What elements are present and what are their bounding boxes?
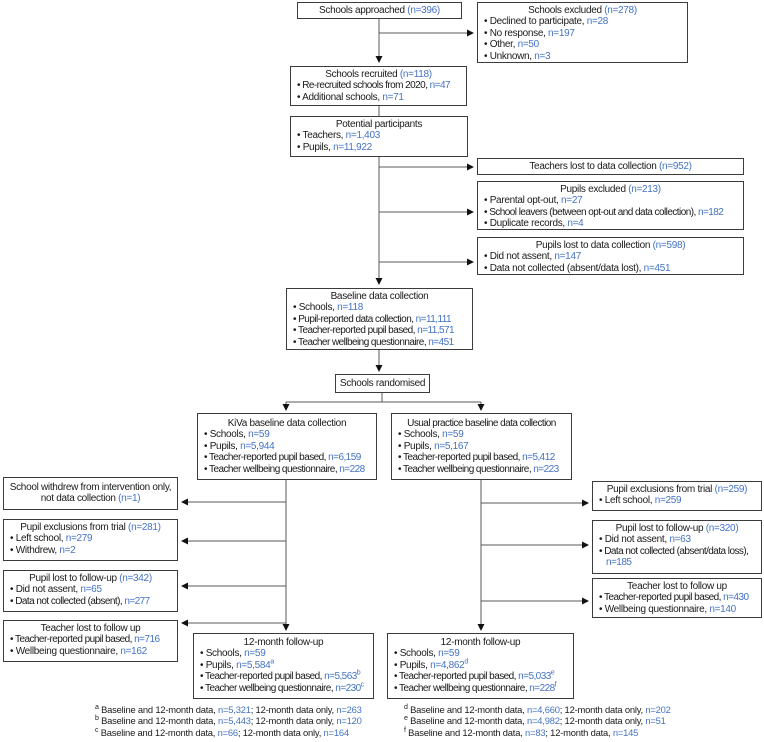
footnote: a Baseline and 12-month data, n=5,321; 1… [95,703,362,715]
list-item: Did not assent, n=63 [596,534,758,545]
list-item: Declined to participate, n=28 [481,16,684,27]
flow-box-pupil-exclusions-usual: Pupil exclusions from trial (n=259) Left… [592,481,762,511]
box-title: Schools recruited (n=118) [325,69,432,80]
box-title: Teacher lost to follow up [40,623,141,634]
list-item: Data not collected (absent/data lost), n… [481,263,740,274]
flow-box-pupils-excluded: Pupils excluded (n=213) Parental opt-out… [477,181,744,230]
box-title: Pupils lost to data collection (n=598) [535,240,686,251]
list-item: Teacher wellbeing questionnaire, n=230c [197,681,370,694]
list-item: Teacher-reported pupil based, n=716 [7,634,174,645]
list-item: Schools, n=59 [197,648,370,659]
flow-box-usual-practice-baseline: Usual practice baseline data collection … [391,413,572,480]
box-title: Pupil exclusions from trial (n=281) [20,522,161,533]
box-title: Schools randomised [339,377,426,389]
flow-box-teacher-lost-kiva: Teacher lost to follow up Teacher-report… [3,620,178,662]
list-item: Re-recruited schools from 2020, n=47 [294,80,463,91]
list-item: Wellbeing questionnaire, n=140 [596,604,758,615]
flow-box-baseline-data-collection: Baseline data collection Schools, n=118 … [286,288,473,350]
list-item: Pupil-reported data collection, n=11,111 [290,314,469,325]
footnotes-left: a Baseline and 12-month data, n=5,321; 1… [95,704,362,738]
list-item: Did not assent, n=65 [7,584,174,595]
list-item: Teacher-reported pupil based, n=430 [596,592,758,603]
list-item: Additional schools, n=71 [294,92,463,103]
flow-box-school-withdrew: School withdrew from intervention only, … [3,477,178,510]
list-item: Parental opt-out, n=27 [481,195,740,206]
box-title: Teacher lost to follow up [627,581,727,592]
box-title: Pupils excluded (n=213) [560,184,661,195]
flow-box-schools-randomised: Schools randomised [335,374,430,393]
list-item: Schools, n=59 [391,648,570,659]
box-title: 12-month follow-up [243,637,324,648]
flow-box-pupil-lost-kiva: Pupil lost to follow-up (n=342) Did not … [3,570,178,612]
arrow-group [181,19,589,631]
list-item: Unknown, n=3 [481,51,684,62]
list-item: Schools, n=59 [201,429,373,440]
list-item: Pupils, n=11,922 [294,142,464,153]
flow-box-teachers-lost-data-collection: Teachers lost to data collection (n=952) [477,158,744,175]
flow-box-teacher-lost-usual: Teacher lost to follow up Teacher-report… [592,578,762,618]
list-item: Schools, n=118 [290,302,469,313]
list-item: Teacher-reported pupil based, n=5,412 [395,452,568,463]
list-item: Left school, n=259 [596,495,758,506]
list-item: Data not collected (absent), n=277 [7,596,174,607]
flow-box-pupil-exclusions-kiva: Pupil exclusions from trial (n=281) Left… [3,519,178,561]
flow-box-potential-participants: Potential participants Teachers, n=1,403… [290,116,468,157]
flow-box-pupil-lost-usual: Pupil lost to follow-up (n=320) Did not … [592,520,762,574]
footnote: e Baseline and 12-month data, n=4,982; 1… [404,715,666,727]
list-item: Teacher-reported pupil based, n=6,159 [201,452,373,463]
list-item: No response, n=197 [481,28,684,39]
list-item: Teacher wellbeing questionnaire, n=228f [391,681,570,694]
list-item: Pupils, n=4,862d [391,658,570,671]
box-title: Pupil lost to follow-up (n=342) [29,573,152,584]
list-item: Other, n=50 [481,39,684,50]
list-item: Data not collected (absent/data loss), n… [596,546,758,569]
footnote: f Baseline and 12-month data, n=83; 12-m… [404,726,639,738]
box-title: School withdrew from intervention only, … [9,482,172,505]
list-item: School leavers (between opt-out and data… [481,207,740,218]
box-title: Schools excluded (n=278) [528,5,637,16]
list-item: Pupils, n=5,167 [395,441,568,452]
flow-box-schools-approached: Schools approached (n=396) [297,2,462,19]
list-item: Wellbeing questionnaire, n=162 [7,646,174,657]
list-item: Teacher-reported pupil based, n=5,563b [197,670,370,682]
box-title: Teachers lost to data collection (n=952) [529,160,692,172]
list-item: Did not assent, n=147 [481,251,740,262]
list-item: Teacher-reported pupil based, n=5,033e [391,670,570,682]
box-title: 12-month follow-up [440,637,521,648]
list-item: Pupils, n=5,944 [201,441,373,452]
flow-box-followup-usual: 12-month follow-up Schools, n=59 Pupils,… [387,633,574,699]
box-title: Potential participants [335,119,423,130]
footnotes-right: d Baseline and 12-month data, n=4,660; 1… [404,704,671,738]
footnote: b Baseline and 12-month data, n=5,443; 1… [95,715,362,727]
box-title: Schools approached (n=396) [319,4,440,16]
list-item: Schools, n=59 [395,429,568,440]
list-item: Left school, n=279 [7,533,174,544]
list-item: Teacher wellbeing questionnaire, n=451 [290,337,469,348]
box-title: Usual practice baseline data collection [407,418,556,429]
flow-box-schools-excluded: Schools excluded (n=278) Declined to par… [477,2,688,63]
footnote: d Baseline and 12-month data, n=4,660; 1… [404,703,671,715]
flow-box-pupils-lost-data-collection: Pupils lost to data collection (n=598) D… [477,237,744,275]
footnote: c Baseline and 12-month data, n=66; 12-m… [95,726,349,738]
flow-box-followup-kiva: 12-month follow-up Schools, n=59 Pupils,… [193,633,374,699]
list-item: Duplicate records, n=4 [481,218,740,229]
list-item: Teacher-reported pupil based, n=11,571 [290,325,469,336]
box-title: Pupil lost to follow-up (n=320) [615,523,739,534]
list-item: Teacher wellbeing questionnaire, n=228 [201,464,373,475]
list-item: Teachers, n=1,403 [294,130,464,141]
box-title: KiVa baseline data collection [227,418,347,429]
flow-box-schools-recruited: Schools recruited (n=118) Re-recruited s… [290,66,467,106]
box-title: Pupil exclusions from trial (n=259) [606,484,748,495]
list-item: Teacher wellbeing questionnaire, n=223 [395,464,568,475]
box-title: Baseline data collection [330,291,429,302]
flow-box-kiva-baseline: KiVa baseline data collection Schools, n… [197,413,377,480]
list-item: Withdrew, n=2 [7,545,174,556]
list-item: Pupils, n=5,584a [197,658,370,671]
